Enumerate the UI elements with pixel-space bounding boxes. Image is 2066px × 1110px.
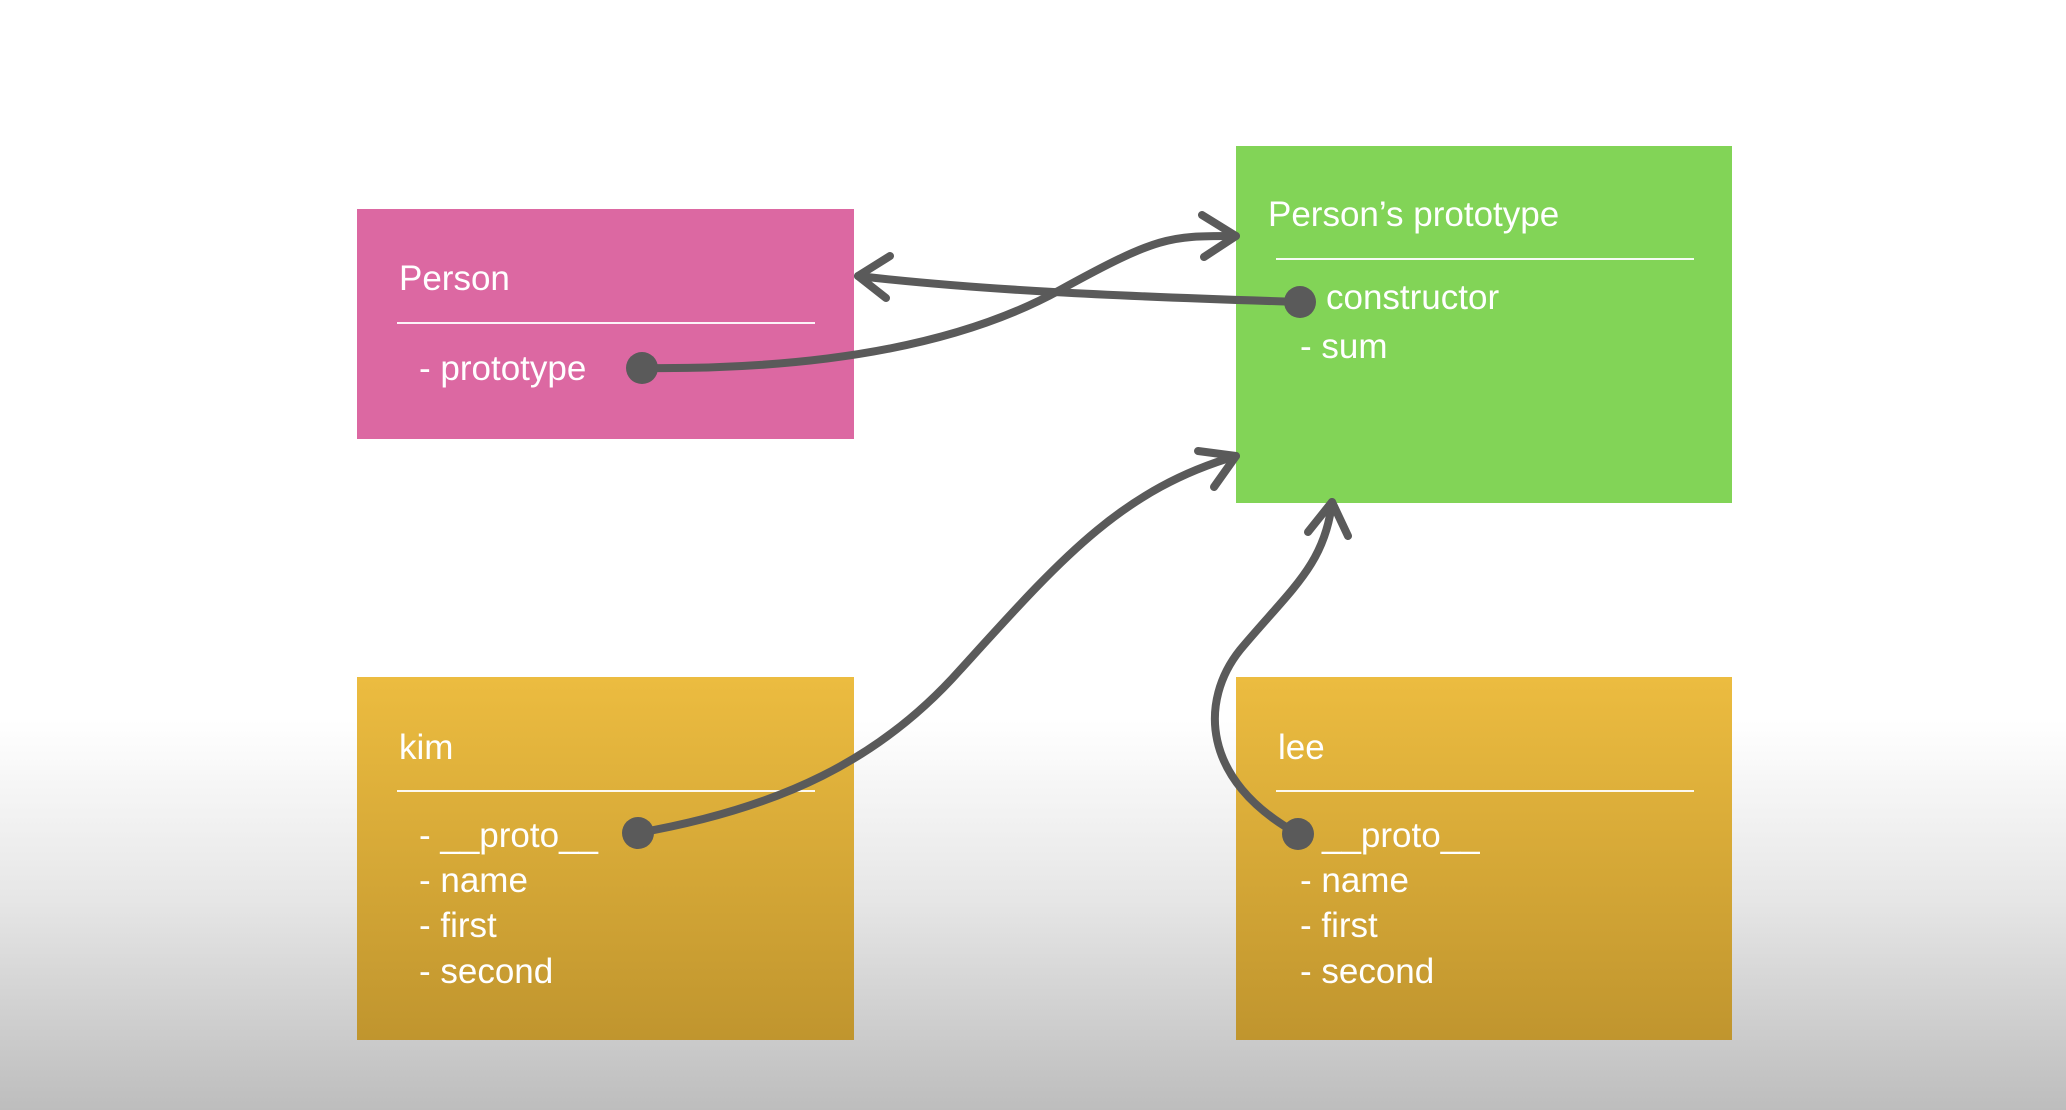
kim-item-first: - first	[419, 906, 497, 945]
lee-box: lee __proto__ - name - first - second	[1236, 677, 1732, 1040]
kim-title: kim	[399, 728, 454, 767]
person-prototype-box: Person’s prototype constructor - sum	[1236, 146, 1732, 503]
kim-item-proto: - __proto__	[419, 816, 599, 855]
person-prototype-divider	[1276, 258, 1694, 260]
kim-divider	[397, 790, 815, 792]
person-title: Person	[399, 259, 510, 298]
arrowhead-prototype-object-from-kim	[1194, 447, 1240, 491]
kim-item-name: - name	[419, 861, 528, 900]
arrow-constructor-to-person	[854, 272, 1304, 306]
kim-item-second: - second	[419, 952, 554, 991]
arrowhead-prototype-object-from-lee	[1304, 498, 1352, 540]
person-prototype-title: Person’s prototype	[1268, 195, 1560, 234]
lee-item-name: - name	[1300, 861, 1409, 900]
person-divider	[397, 322, 815, 324]
arrowhead-person-from-constructor	[854, 252, 894, 302]
person-prototype-item-constructor: constructor	[1326, 278, 1500, 317]
person-item-prototype: - prototype	[419, 349, 587, 388]
kim-box: kim - __proto__ - name - first - second	[357, 677, 854, 1040]
lee-item-proto: __proto__	[1322, 816, 1480, 855]
person-box: Person - prototype	[357, 209, 854, 439]
lee-divider	[1276, 790, 1694, 792]
lee-item-first: - first	[1300, 906, 1378, 945]
lee-item-second: - second	[1300, 952, 1435, 991]
arrowhead-prototype-object-from-person	[1198, 211, 1240, 261]
person-prototype-item-sum: - sum	[1300, 327, 1388, 366]
lee-title: lee	[1278, 728, 1325, 767]
